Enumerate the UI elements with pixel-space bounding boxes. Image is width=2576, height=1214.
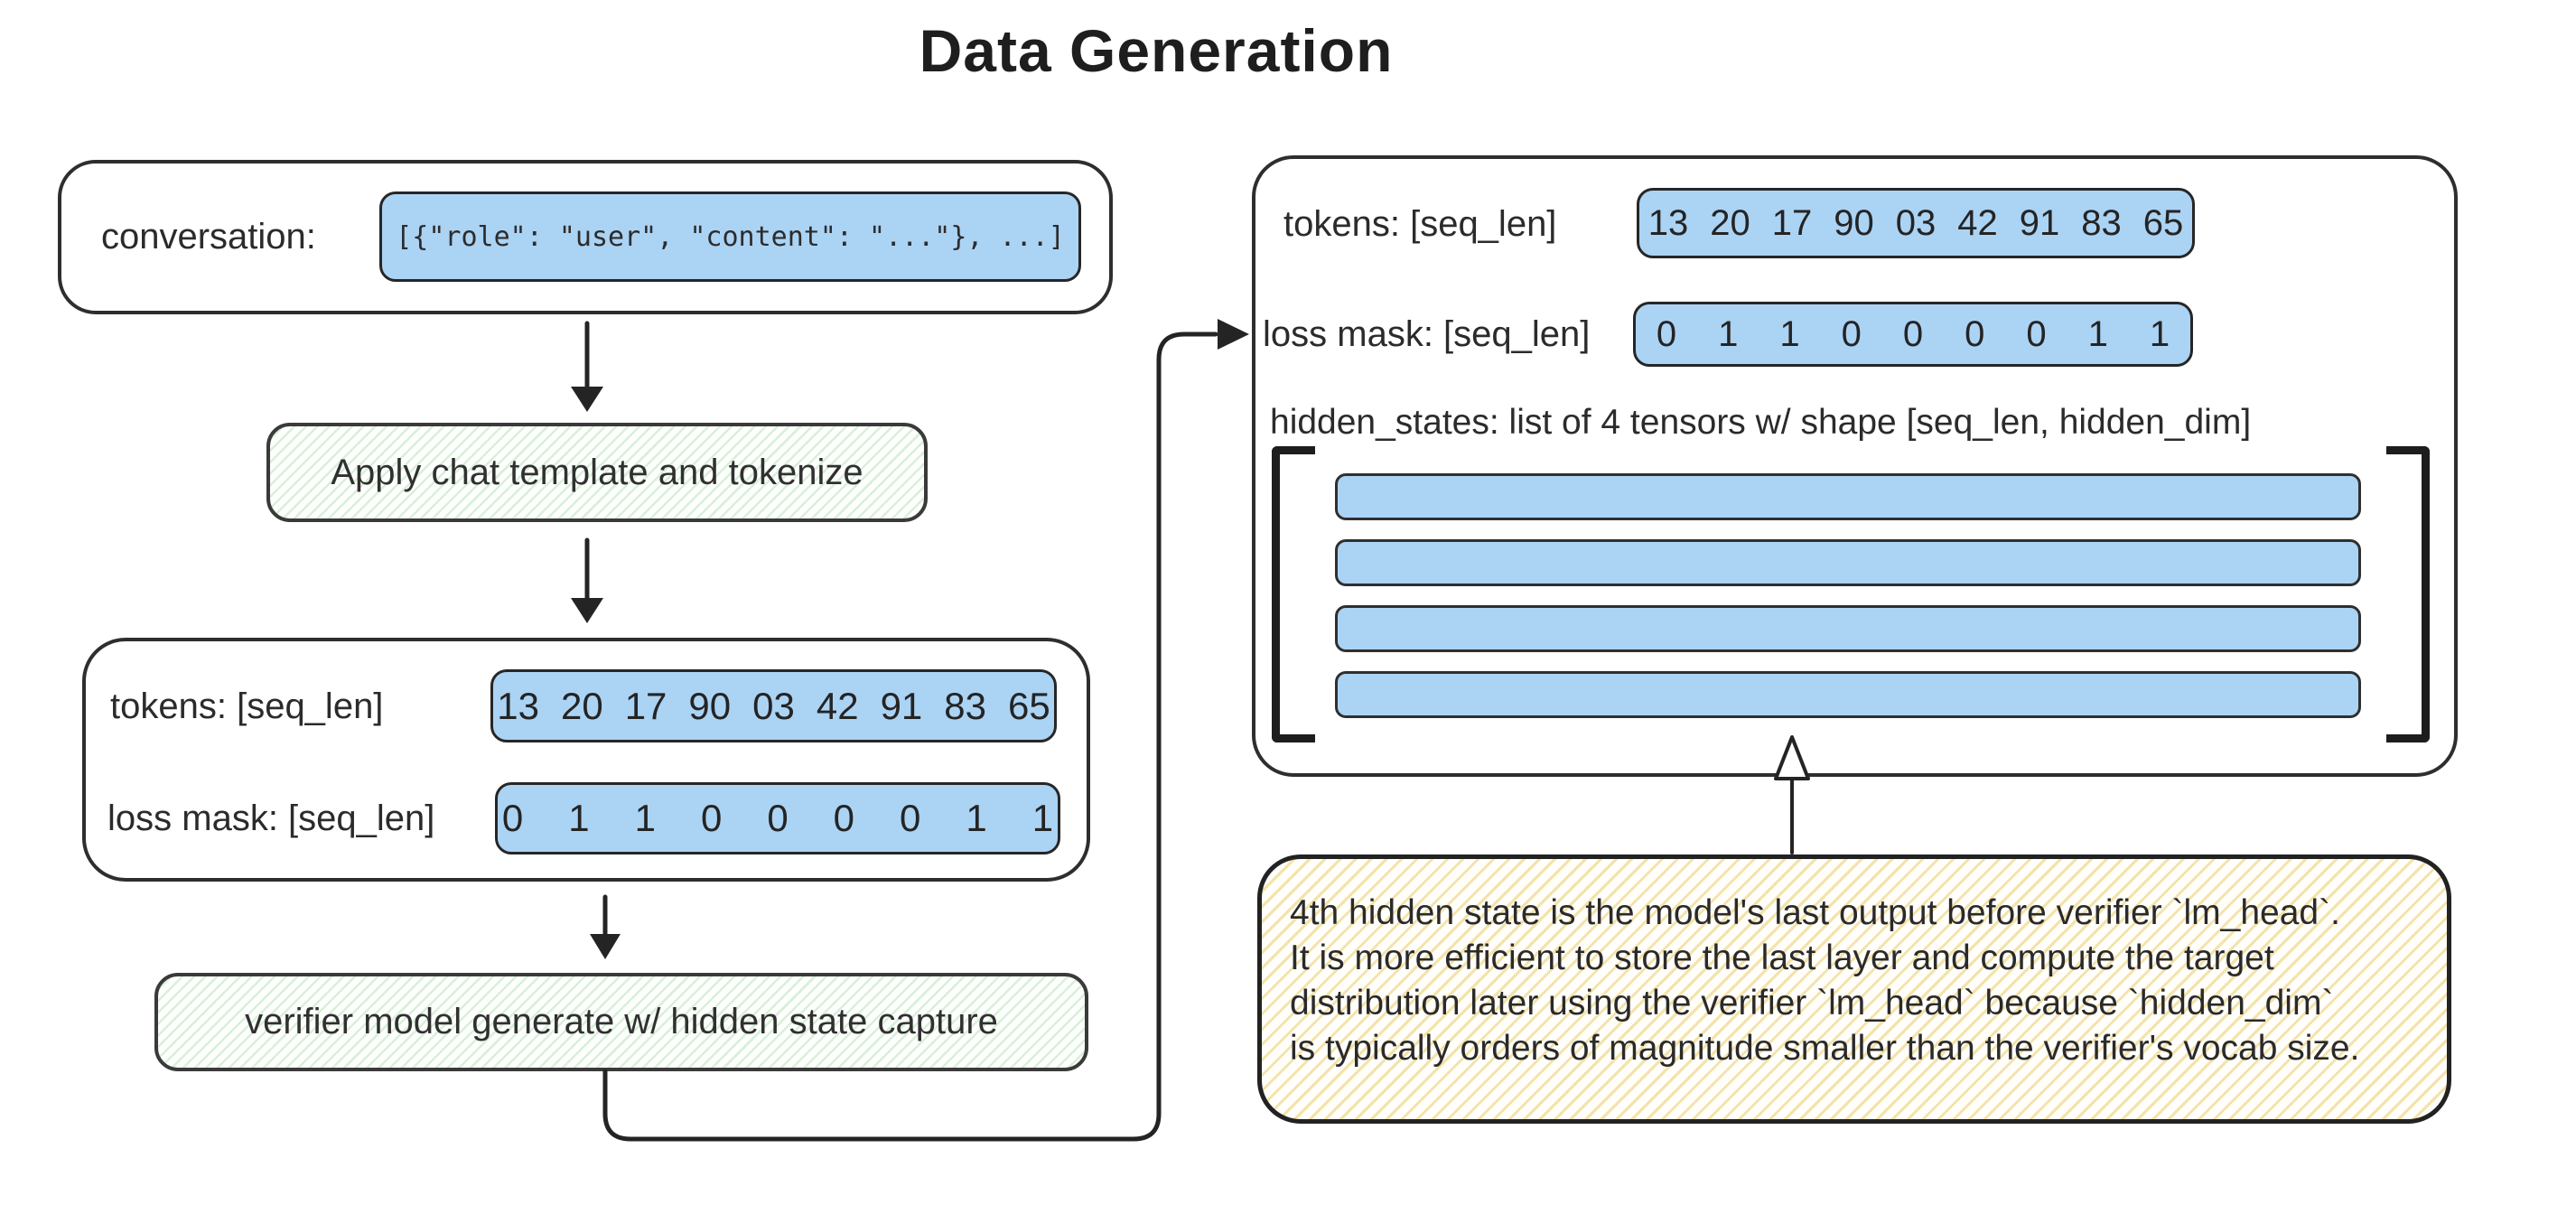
mask-digit: 1	[634, 797, 656, 839]
token-digit: 42	[816, 684, 859, 727]
note-box	[1257, 854, 2451, 1124]
loss-mask-label-left: loss mask: [seq_len]	[107, 798, 435, 838]
token-digit: 20	[1710, 202, 1750, 243]
step-apply-chat-template-label: Apply chat template and tokenize	[331, 452, 863, 492]
token-digit: 20	[560, 684, 603, 727]
tensor-list	[1335, 473, 2361, 737]
token-digit: 83	[944, 684, 987, 727]
conversation-value: [{"role": "user", "content": "..."}, ...…	[396, 220, 1065, 253]
mask-digit: 1	[1031, 797, 1054, 839]
tokens-label-left: tokens: [seq_len]	[110, 686, 384, 726]
arrowhead-down-3	[590, 934, 621, 959]
loss-mask-values-left: 0 1 1 0 0 0 0 1 1	[502, 797, 1053, 840]
token-digit: 03	[1895, 202, 1937, 243]
step-verifier-generate: verifier model generate w/ hidden state …	[154, 973, 1088, 1071]
hidden-state-tensor-bar	[1335, 671, 2361, 718]
conversation-value-pill: [{"role": "user", "content": "..."}, ...…	[379, 191, 1081, 282]
mask-digit: 1	[1718, 313, 1739, 354]
mask-digit: 1	[2149, 313, 2170, 354]
token-digit: 13	[1647, 202, 1689, 243]
tokens-pill-right: 13 20 17 90 03 42 91 83 65	[1637, 188, 2195, 258]
token-digit: 42	[1957, 202, 1998, 243]
token-digit: 65	[1008, 684, 1050, 727]
mask-digit: 0	[2026, 313, 2047, 354]
arrowhead-down-2	[571, 598, 603, 623]
mask-digit: 1	[2087, 313, 2108, 354]
loss-mask-pill-left: 0 1 1 0 0 0 0 1 1	[495, 782, 1060, 854]
tokens-values-right: 13 20 17 90 03 42 91 83 65	[1648, 203, 2184, 244]
mask-digit: 0	[700, 797, 723, 839]
mask-digit: 0	[1902, 313, 1924, 354]
mask-digit: 1	[966, 797, 987, 839]
tokens-pill-left: 13 20 17 90 03 42 91 83 65	[490, 669, 1057, 742]
mask-digit: 0	[833, 797, 855, 839]
conversation-label: conversation:	[101, 216, 316, 257]
mask-digit: 0	[1841, 313, 1862, 354]
token-digit: 17	[624, 684, 667, 727]
tokens-label-right: tokens: [seq_len]	[1283, 203, 1557, 244]
token-digit: 91	[880, 684, 923, 727]
token-digit: 17	[1771, 202, 1813, 243]
mask-digit: 0	[767, 797, 789, 839]
tokens-values-left: 13 20 17 90 03 42 91 83 65	[497, 685, 1050, 728]
diagram-title: Data Generation	[919, 17, 1394, 84]
loss-mask-label-right: loss mask: [seq_len]	[1263, 313, 1591, 354]
arrowhead-down-1	[571, 387, 603, 412]
hidden-state-tensor-bar	[1335, 539, 2361, 586]
mask-digit: 0	[1656, 313, 1677, 354]
mask-digit: 0	[1965, 313, 1985, 354]
mask-digit: 0	[900, 797, 921, 839]
arrowhead-right-into-panel	[1218, 319, 1249, 350]
step-verifier-generate-label: verifier model generate w/ hidden state …	[245, 1002, 998, 1041]
mask-digit: 1	[568, 797, 590, 839]
token-digit: 65	[2142, 202, 2184, 243]
token-digit: 03	[752, 684, 795, 727]
hidden-state-tensor-bar	[1335, 473, 2361, 520]
token-digit: 13	[497, 684, 539, 727]
tensor-list-open-bracket	[1272, 446, 1315, 742]
token-digit: 91	[2019, 202, 2060, 243]
note-text: 4th hidden state is the model's last out…	[1290, 893, 2360, 1068]
hidden-state-tensor-bar	[1335, 605, 2361, 652]
token-digit: 83	[2081, 202, 2122, 243]
token-digit: 90	[688, 684, 732, 727]
tensor-list-close-bracket	[2386, 446, 2430, 742]
hidden-states-label: hidden_states: list of 4 tensors w/ shap…	[1270, 403, 2252, 442]
step-apply-chat-template: Apply chat template and tokenize	[266, 423, 928, 522]
token-digit: 90	[1834, 202, 1874, 243]
mask-digit: 0	[501, 797, 524, 839]
mask-digit: 1	[1779, 313, 1800, 354]
